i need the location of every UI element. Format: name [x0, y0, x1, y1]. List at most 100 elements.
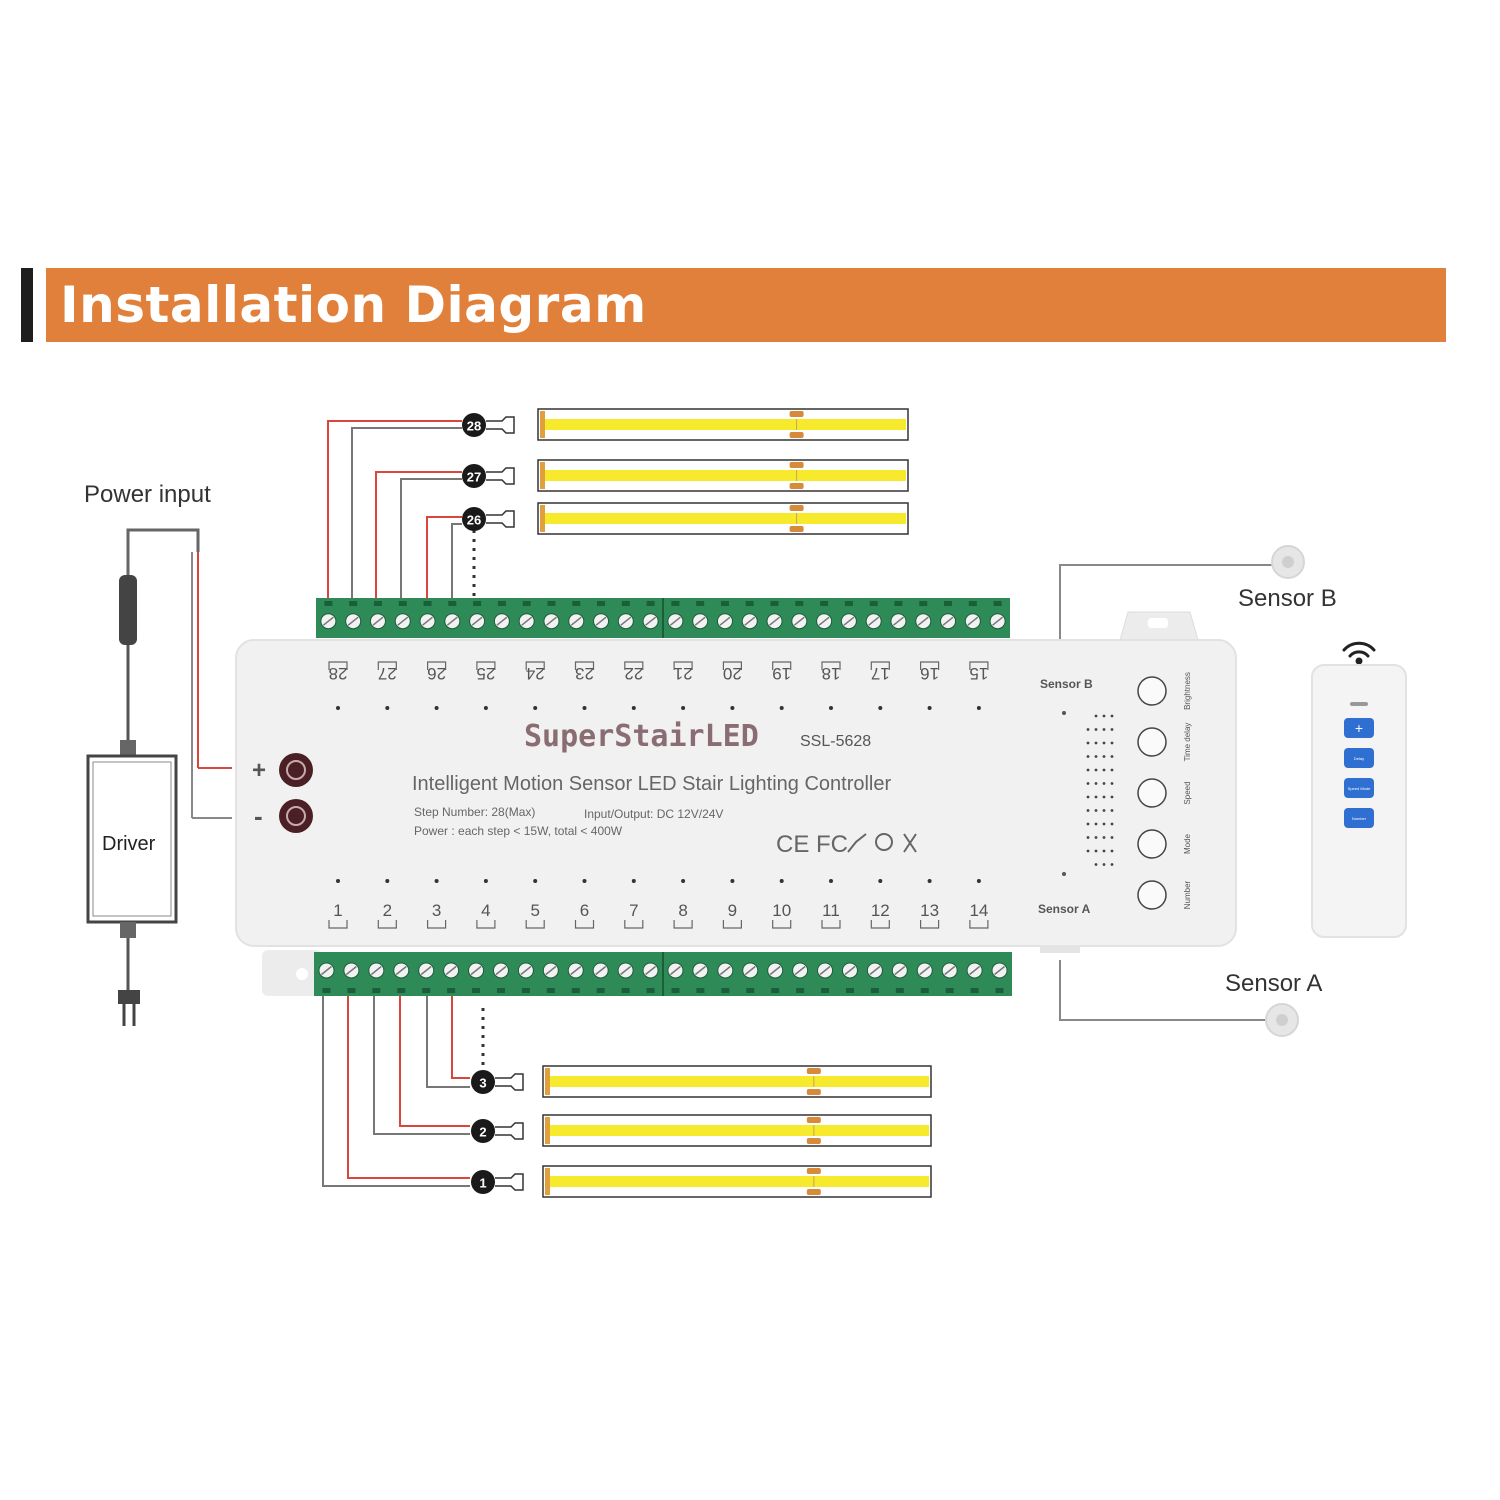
remote-button-number[interactable] [1344, 808, 1374, 828]
channel-number-label: 14 [969, 901, 988, 920]
remote-button-label: Delay [1354, 756, 1364, 761]
top-strip-wires [327, 420, 476, 600]
remote-button-+[interactable] [1344, 718, 1374, 738]
controller-power-terminals: + - [252, 753, 313, 833]
driver-box [86, 754, 178, 924]
led-strip-2: 2 [471, 1114, 932, 1147]
channel-number-label: 7 [629, 901, 638, 920]
channel-number-label: 8 [678, 901, 687, 920]
plus-screw-terminal [279, 753, 313, 787]
controller-button-label: Speed [1183, 781, 1192, 804]
remote-button-label: Speed Mode [1348, 786, 1371, 791]
title-accent-bar [21, 268, 33, 342]
remote-button-label: + [1355, 720, 1363, 736]
sensor-a: Sensor A [1225, 970, 1322, 1037]
channel-number-label: 5 [530, 901, 539, 920]
step-number-badge [462, 413, 486, 437]
controller-button-label: Time delay [1183, 723, 1192, 762]
sensor-a-port-label: Sensor A [1038, 902, 1091, 916]
controller-unit [235, 611, 1237, 996]
channel-number-label: 18 [822, 664, 841, 683]
sensor-b: Sensor B [1238, 545, 1337, 612]
spec-io: Input/Output: DC 12V/24V [584, 807, 723, 821]
channel-number-label: 3 [432, 901, 441, 920]
remote-button-label: Number [1352, 816, 1367, 821]
channel-number-label: 20 [723, 664, 742, 683]
led-strip-27: 27 [462, 459, 909, 492]
channel-number-label: 17 [871, 664, 890, 683]
remote-button-speed-mode[interactable] [1344, 778, 1374, 798]
certification-marks: CE FC [776, 831, 848, 858]
channel-number-label: 28 [329, 664, 348, 683]
channel-number-label: 21 [674, 664, 693, 683]
led-strip-3: 3 [471, 1065, 932, 1098]
channel-number-label: 11 [822, 901, 840, 920]
led-strip-28: 28 [462, 408, 909, 441]
channel-number-label: 25 [476, 664, 495, 683]
channel-number-label: 27 [378, 664, 397, 683]
led-strip-1: 1 [471, 1165, 932, 1198]
channel-number-label: 2 [383, 901, 392, 920]
step-number-label: 3 [479, 1076, 486, 1091]
channel-number-label: 24 [526, 664, 545, 683]
channel-number-label: 13 [920, 901, 939, 920]
power-input-label: Power input [84, 481, 211, 508]
controller-description: Intelligent Motion Sensor LED Stair Ligh… [412, 773, 891, 795]
controller-text: SuperStairLED SSL-5628 Intelligent Motio… [412, 677, 1093, 916]
page-title: Installation Diagram [60, 276, 647, 334]
controller-button-mode[interactable] [1137, 829, 1167, 859]
step-number-label: 27 [467, 470, 481, 485]
speaker-grille [1086, 714, 1114, 866]
title-banner: Installation Diagram [46, 268, 1446, 342]
bottom-strip-wires [322, 996, 485, 1187]
channel-number-label: 26 [427, 664, 446, 683]
channel-number-label: 19 [772, 664, 791, 683]
step-number-badge [471, 1170, 495, 1194]
controller-button-label: Brightness [1183, 672, 1192, 710]
power-input-assembly: Power input Driver [84, 481, 232, 1026]
terminal-block-top [316, 598, 1010, 638]
controller-button-number[interactable] [1137, 880, 1167, 910]
channel-number-label: 4 [481, 901, 490, 920]
brand-name: SuperStairLED [524, 719, 759, 754]
controller-button-label: Mode [1183, 833, 1192, 854]
channel-number-label: 9 [728, 901, 737, 920]
step-number-label: 1 [479, 1176, 486, 1191]
dc-connector [119, 575, 137, 645]
driver-label: Driver [102, 833, 156, 855]
spec-steps: Step Number: 28(Max) [414, 805, 535, 819]
model-number: SSL-5628 [800, 733, 871, 750]
spec-power: Power : each step < 15W, total < 400W [414, 824, 623, 838]
remote-button-delay[interactable] [1344, 748, 1374, 768]
step-number-label: 2 [479, 1125, 486, 1140]
sensor-b-port-label: Sensor B [1040, 677, 1093, 691]
terminal-block-bottom [314, 952, 1012, 996]
certification-icons [847, 833, 917, 853]
minus-sign: - [254, 801, 263, 831]
wireless-signal-icon [1342, 641, 1376, 665]
power-plug-icon [118, 990, 140, 1004]
channel-number-label: 6 [580, 901, 589, 920]
channel-number-label: 10 [772, 901, 791, 920]
controller-button-label: Number [1183, 880, 1192, 909]
controller-button-brightness[interactable] [1137, 676, 1167, 706]
channel-number-label: 1 [333, 901, 342, 920]
controller-button-time-delay[interactable] [1137, 727, 1167, 757]
sensor-a-label: Sensor A [1225, 970, 1322, 997]
step-number-badge [471, 1119, 495, 1143]
step-number-label: 28 [467, 419, 481, 434]
channel-number-label: 15 [969, 664, 988, 683]
step-number-badge [462, 507, 486, 531]
led-strip-26: 26 [462, 502, 909, 535]
controller-button-speed[interactable] [1137, 778, 1167, 808]
channel-number-label: 12 [871, 901, 890, 920]
sensor-wires [1059, 564, 1272, 1021]
step-number-badge [471, 1070, 495, 1094]
step-number-badge [462, 464, 486, 488]
